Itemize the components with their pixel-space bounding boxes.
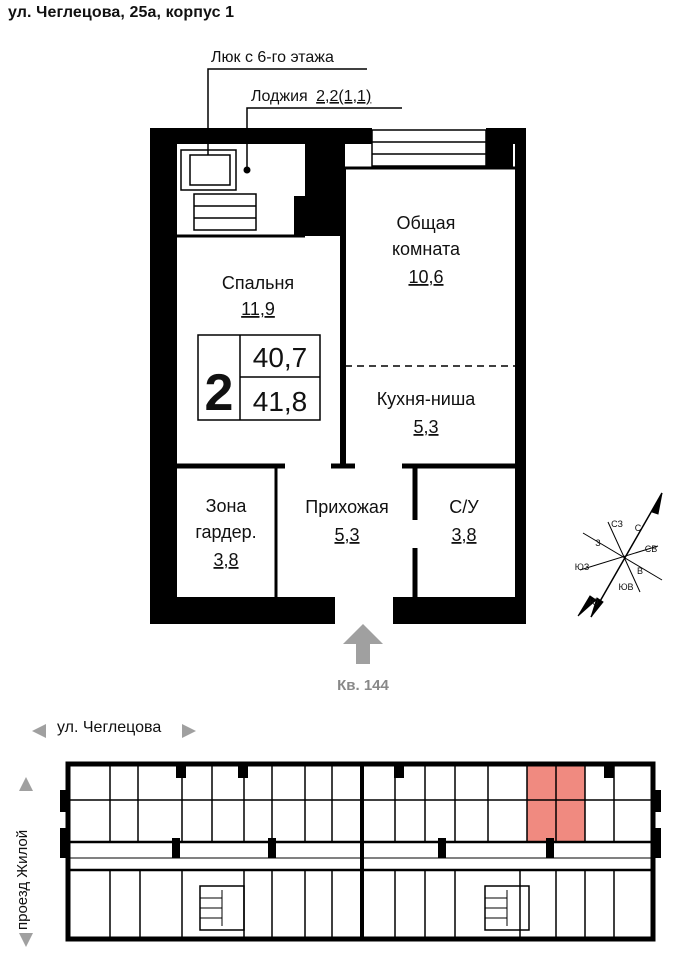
loggia-details — [180, 149, 257, 231]
svg-text:Ю: Ю — [589, 597, 598, 607]
compass-rose — [577, 492, 663, 618]
wardrobe-area: 3,8 — [213, 550, 238, 570]
wardrobe-name-line2: гардер. — [195, 522, 256, 542]
living-area: 10,6 — [408, 267, 443, 287]
stair-treads — [200, 890, 508, 926]
entrance-arrow — [343, 624, 383, 664]
wardrobe-name-line1: Зона — [206, 496, 248, 516]
ladder — [193, 193, 257, 231]
area-summary-box: 2 40,7 41,8 — [197, 334, 321, 422]
bedroom-area: 11,9 — [241, 299, 275, 319]
hall-name: Прихожая — [305, 497, 388, 517]
upper-unit-walls — [109, 764, 615, 842]
street-arrow-right — [182, 724, 196, 738]
loggia-label: Лоджия 2,2(1,1) — [251, 88, 371, 105]
svg-text:З: З — [595, 538, 600, 548]
svg-text:ЮЗ: ЮЗ — [575, 562, 590, 572]
living-name-line2: комната — [392, 239, 461, 259]
kitchen-name: Кухня-ниша — [377, 389, 477, 409]
window-top — [371, 129, 487, 167]
room-labels: Спальня 11,9 Общая комната 10,6 Кухня-ни… — [195, 213, 479, 570]
rooms-count: 2 — [205, 364, 234, 422]
svg-text:СЗ: СЗ — [611, 519, 623, 529]
callout-leaders — [207, 68, 402, 168]
street-name: ул. Чеглецова — [57, 719, 162, 736]
hall-area: 5,3 — [334, 525, 359, 545]
svg-text:В: В — [637, 566, 643, 576]
svg-text:С: С — [635, 523, 642, 533]
hatch-label: Люк с 6-го этажа — [211, 49, 334, 66]
loggia-marker — [243, 166, 251, 174]
bathroom-area: 3,8 — [451, 525, 476, 545]
stairwells — [199, 885, 530, 931]
compass-labels: С Ю В З СВ СЗ ЮВ ЮЗ — [575, 519, 658, 607]
side-street-name: проезд Жилой — [14, 829, 31, 930]
bedroom-name: Спальня — [222, 273, 294, 293]
svg-text:ЮВ: ЮВ — [618, 582, 633, 592]
living-name-line1: Общая — [397, 213, 456, 233]
svg-text:СВ: СВ — [645, 544, 658, 554]
bathroom-name: С/У — [449, 497, 479, 517]
side-street-arrow-down — [19, 933, 33, 947]
total-area: 41,8 — [253, 386, 308, 417]
walls — [150, 128, 526, 624]
entrance-label: Кв. 144 — [337, 677, 389, 694]
address-title: ул. Чеглецова, 25а, корпус 1 — [8, 4, 235, 21]
wall-stubs — [172, 764, 614, 858]
side-street-arrow-up — [19, 777, 33, 791]
kitchen-area: 5,3 — [413, 417, 438, 437]
street-arrow-left — [32, 724, 46, 738]
living-area-total: 40,7 — [253, 342, 308, 373]
partitions — [177, 166, 515, 597]
building-site-plan — [60, 761, 661, 942]
